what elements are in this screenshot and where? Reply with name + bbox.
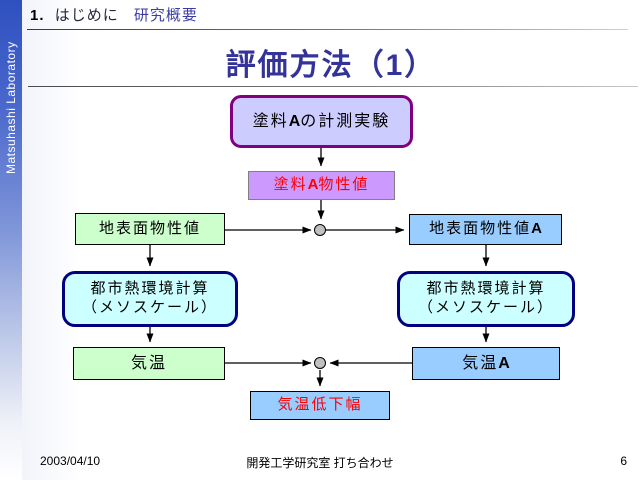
footer-title: 開発工学研究室 打ち合わせ [246,456,394,470]
box-paint-property: 塗料A物性値 [248,171,395,200]
box-label-line1: 都市熱環境計算 [90,280,210,298]
box-label: 気温 [130,354,167,372]
box-label-line1: 都市熱環境計算 [426,280,546,298]
header-section: はじめに [54,7,119,24]
box-label: 地表面物性値A [429,220,542,238]
footer-date: 2003/04/10 [40,454,101,468]
box-surface-property-a: 地表面物性値A [409,214,562,245]
box-mesoscale-calc-left: 都市熱環境計算 （メソスケール） [62,271,238,327]
header-rule [27,29,628,30]
box-surface-property: 地表面物性値 [75,213,225,245]
junction-node-top [314,224,326,236]
box-label: 塗料A物性値 [273,176,370,194]
box-mesoscale-calc-right: 都市熱環境計算 （メソスケール） [397,271,575,327]
box-temperature-a: 気温A [412,347,560,380]
box-temperature-drop: 気温低下幅 [250,391,390,420]
box-temperature: 気温 [73,347,225,380]
sidebar-label: Matsuhashi Laboratory [4,41,18,174]
box-label: 地表面物性値 [98,219,201,237]
header-number: 1. [30,7,45,24]
box-label-line2: （メソスケール） [81,299,218,316]
header-subsection: 研究概要 [133,7,198,24]
slide-header: 1. はじめに 研究概要 [30,4,198,25]
page-title: 評価方法（1） [225,49,437,82]
footer-page-number: 6 [620,454,627,468]
box-label: 気温A [462,354,510,372]
box-label: 塗料Aの計測実験 [252,112,391,130]
title-rule [28,86,638,87]
slide-sidebar: Matsuhashi Laboratory [0,0,22,480]
background-tint [22,0,82,480]
box-label: 気温低下幅 [277,396,363,414]
box-paint-experiment: 塗料Aの計測実験 [230,95,413,148]
box-label-line2: （メソスケール） [417,299,554,316]
junction-node-bottom [314,357,326,369]
